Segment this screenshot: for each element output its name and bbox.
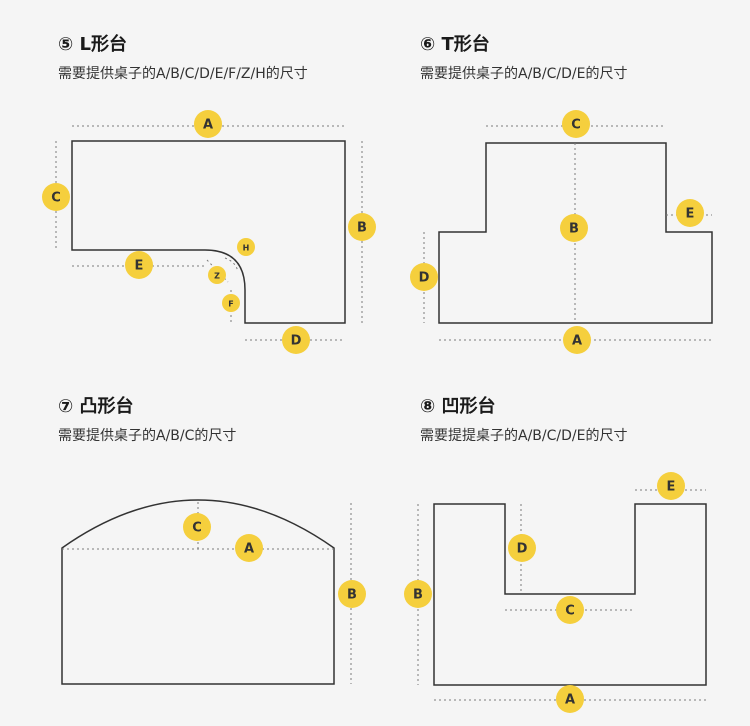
convex-badge-a: A <box>235 534 263 562</box>
svg-text:F: F <box>228 300 233 309</box>
convex-badge-c: C <box>183 513 211 541</box>
l-badge-e: E <box>125 251 153 279</box>
svg-text:A: A <box>572 334 582 349</box>
l-badge-a: A <box>194 110 222 138</box>
concave-badge-d: D <box>508 534 536 562</box>
t-badge-d: D <box>410 263 438 291</box>
svg-text:E: E <box>135 259 144 274</box>
svg-text:C: C <box>565 604 575 619</box>
svg-text:E: E <box>686 207 695 222</box>
l-badge-f: F <box>222 294 240 312</box>
concave-badge-b: B <box>404 580 432 608</box>
l-shape-diagram: A B C D E Z H F <box>42 110 376 354</box>
svg-text:A: A <box>203 118 213 133</box>
panel-title-convex-shape: ⑦ 凸形台 <box>58 396 134 417</box>
svg-text:C: C <box>571 118 581 133</box>
concave-badge-c: C <box>556 596 584 624</box>
svg-text:B: B <box>347 588 357 603</box>
l-badge-b: B <box>348 213 376 241</box>
svg-text:E: E <box>667 480 676 495</box>
svg-text:C: C <box>192 521 202 536</box>
l-badge-c: C <box>42 183 70 211</box>
t-shape-diagram: A B C D E <box>410 110 713 354</box>
panel-subtitle-convex-shape: 需要提供桌子的A/B/C的尺寸 <box>58 428 237 444</box>
concave-badge-a: A <box>556 685 584 713</box>
panel-title-t-shape: ⑥ T形台 <box>420 34 490 55</box>
l-badge-h: H <box>237 238 255 256</box>
svg-text:D: D <box>517 542 528 557</box>
panel-subtitle-t-shape: 需要提供桌子的A/B/C/D/E的尺寸 <box>420 66 628 82</box>
svg-text:D: D <box>419 271 430 286</box>
svg-text:B: B <box>413 588 423 603</box>
panel-title-l-shape: ⑤ L形台 <box>58 34 127 55</box>
panel-subtitle-concave-shape: 需要提提桌子的A/B/C/D/E的尺寸 <box>420 428 628 444</box>
t-badge-b: B <box>560 214 588 242</box>
t-badge-c: C <box>562 110 590 138</box>
l-badge-z: Z <box>208 266 226 284</box>
concave-shape-diagram: A B C D E <box>404 472 707 713</box>
svg-text:B: B <box>569 222 579 237</box>
convex-badge-b: B <box>338 580 366 608</box>
l-badge-d: D <box>282 326 310 354</box>
svg-text:D: D <box>291 334 302 349</box>
svg-text:C: C <box>51 191 61 206</box>
convex-shape-diagram: A B C <box>61 499 366 685</box>
t-badge-e: E <box>676 199 704 227</box>
l-shape-outline <box>71 140 346 324</box>
concave-shape-outline <box>433 503 707 686</box>
panel-title-concave-shape: ⑧ 凹形台 <box>420 396 496 417</box>
svg-text:Z: Z <box>214 272 220 281</box>
convex-shape-outline <box>61 499 335 685</box>
t-badge-a: A <box>563 326 591 354</box>
concave-badge-e: E <box>657 472 685 500</box>
l-dim-h-line <box>224 257 239 273</box>
svg-text:A: A <box>244 542 254 557</box>
svg-text:B: B <box>357 221 367 236</box>
t-shape-outline <box>438 142 713 324</box>
svg-text:A: A <box>565 693 575 708</box>
panel-subtitle-l-shape: 需要提供桌子的A/B/C/D/E/F/Z/H的尺寸 <box>58 66 308 82</box>
svg-text:H: H <box>243 244 250 253</box>
